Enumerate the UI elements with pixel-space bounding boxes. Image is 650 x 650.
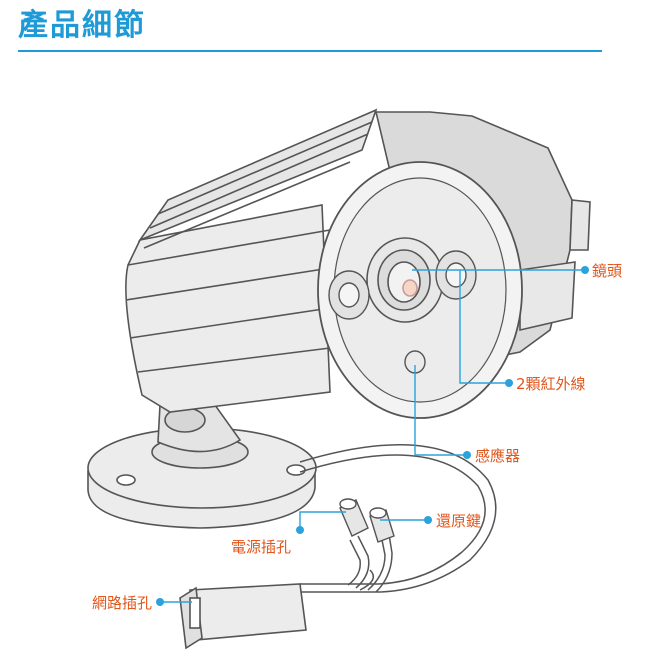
leader-dots <box>156 266 589 606</box>
label-network-jack: 網路插孔 <box>92 594 152 612</box>
leader-lines <box>160 269 584 603</box>
label-sensor: 感應器 <box>475 447 520 465</box>
mount-joint <box>157 399 242 453</box>
ir-led-left <box>328 270 370 320</box>
label-lens: 鏡頭 <box>592 262 622 280</box>
title-underline <box>18 50 602 52</box>
page-title: 產品細節 <box>18 8 146 43</box>
label-reset-button: 還原鍵 <box>436 512 481 530</box>
network-jack <box>179 583 307 650</box>
mount-base <box>87 427 317 529</box>
lens <box>366 237 444 323</box>
ir-led-right <box>435 250 477 300</box>
power-jack <box>339 498 369 537</box>
cables <box>299 443 497 593</box>
reset-button <box>369 507 395 543</box>
label-power-jack: 電源插孔 <box>231 538 291 556</box>
label-ir-leds: 2顆紅外線 <box>516 375 586 393</box>
camera-body <box>125 108 378 413</box>
